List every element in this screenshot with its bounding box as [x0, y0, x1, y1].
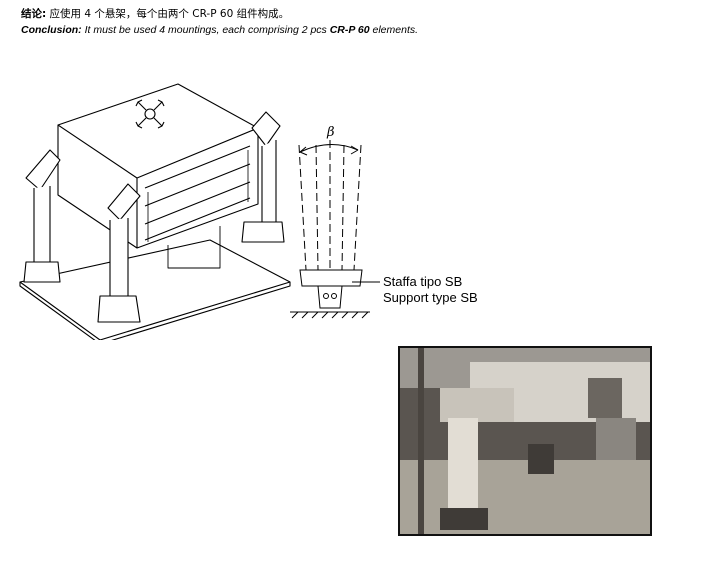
- support-label-it: Staffa tipo SB: [383, 274, 463, 289]
- installation-photo-image: [400, 348, 650, 534]
- conclusion-en-text-after: elements.: [369, 24, 419, 36]
- conclusion-block: 结论: 应使用 4 个悬架，每个由两个 CR-P 60 组件构成。 Conclu…: [21, 6, 701, 38]
- conclusion-zh-label: 结论:: [21, 8, 47, 20]
- installation-photo: [398, 346, 652, 536]
- conclusion-en-label: Conclusion:: [21, 24, 82, 36]
- conclusion-zh-text: 应使用 4 个悬架，每个由两个 CR-P 60 组件构成。: [46, 8, 290, 20]
- machine-drawing: β: [19, 83, 380, 340]
- conclusion-zh: 结论: 应使用 4 个悬架，每个由两个 CR-P 60 组件构成。: [21, 6, 701, 22]
- conclusion-en-element: CR-P 60: [329, 24, 370, 36]
- machine-body: [57, 83, 259, 179]
- support-label: Staffa tipo SB Support type SB: [383, 274, 478, 306]
- angle-label: β: [326, 125, 335, 140]
- conclusion-en: Conclusion: It must be used 4 mountings,…: [21, 22, 701, 38]
- vibration-symbol-icon: [135, 99, 165, 129]
- support-label-en: Support type SB: [383, 290, 478, 305]
- conclusion-en-text-before: It must be used 4 mountings, each compri…: [81, 24, 330, 36]
